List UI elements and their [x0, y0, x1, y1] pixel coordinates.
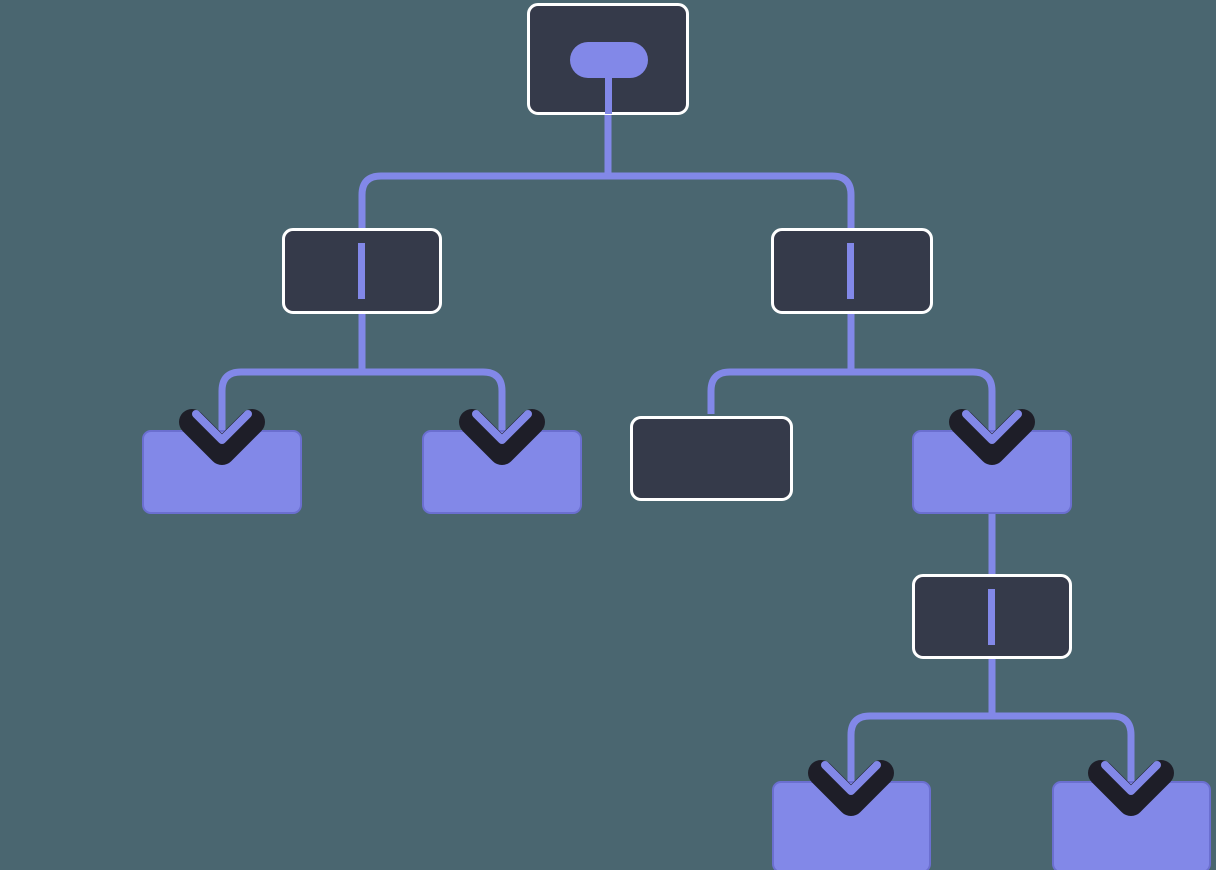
edge-r3-to-r4a	[847, 712, 992, 787]
node-right-2a[interactable]	[630, 416, 793, 501]
edge-overlay-right-1	[847, 243, 854, 299]
node-right-2b[interactable]	[912, 430, 1072, 514]
edge-right1-to-r2a	[707, 368, 851, 414]
node-right-4b[interactable]	[1052, 781, 1211, 870]
root-pill-shape	[570, 42, 648, 78]
node-right-4a[interactable]	[772, 781, 931, 870]
edge-root-to-right-1	[608, 172, 855, 232]
edge-overlay-right-3	[988, 589, 995, 645]
edge-right1-to-r2b	[851, 368, 996, 436]
edge-overlay-left-1	[358, 243, 365, 299]
edge-root-to-left-1	[358, 172, 608, 232]
edge-r3-to-r4b	[992, 712, 1135, 787]
edge-left1-to-l2b	[362, 368, 506, 436]
node-left-2b[interactable]	[422, 430, 582, 514]
edge-left1-to-l2a	[218, 368, 362, 436]
root-pill-stem	[605, 76, 612, 114]
node-left-2a[interactable]	[142, 430, 302, 514]
